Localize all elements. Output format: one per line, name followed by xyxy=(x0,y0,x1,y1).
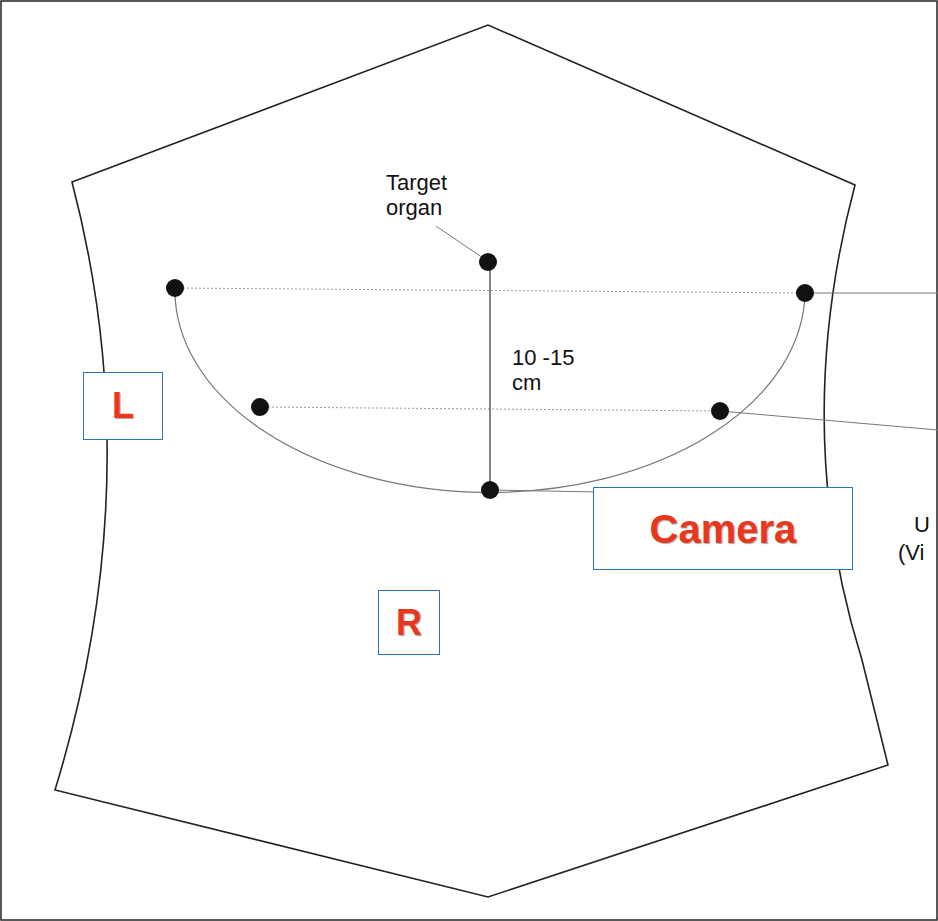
marker-box: R xyxy=(378,590,440,655)
port-dot xyxy=(796,284,814,302)
abdomen-outline xyxy=(55,25,888,897)
annotation-label: Target organ xyxy=(386,170,486,221)
leader-line xyxy=(805,293,938,294)
annotation-label: U xyxy=(914,512,938,537)
port-dot xyxy=(711,402,729,420)
leader-line xyxy=(436,226,483,258)
marker-text: Camera xyxy=(650,509,797,549)
port-dot xyxy=(166,279,184,297)
marker-box: Camera xyxy=(593,487,853,570)
leader-line xyxy=(720,411,938,430)
dimension-label: 10 -15 cm xyxy=(512,345,592,396)
camera-port-dot xyxy=(481,481,499,499)
marker-text: R xyxy=(396,605,422,641)
marker-box: L xyxy=(83,372,163,440)
marker-text: L xyxy=(112,388,134,424)
target-dot xyxy=(479,253,497,271)
leader-line xyxy=(490,490,600,492)
distance-line xyxy=(489,268,490,488)
port-dot xyxy=(251,398,269,416)
annotation-label: (Vi xyxy=(898,540,938,565)
